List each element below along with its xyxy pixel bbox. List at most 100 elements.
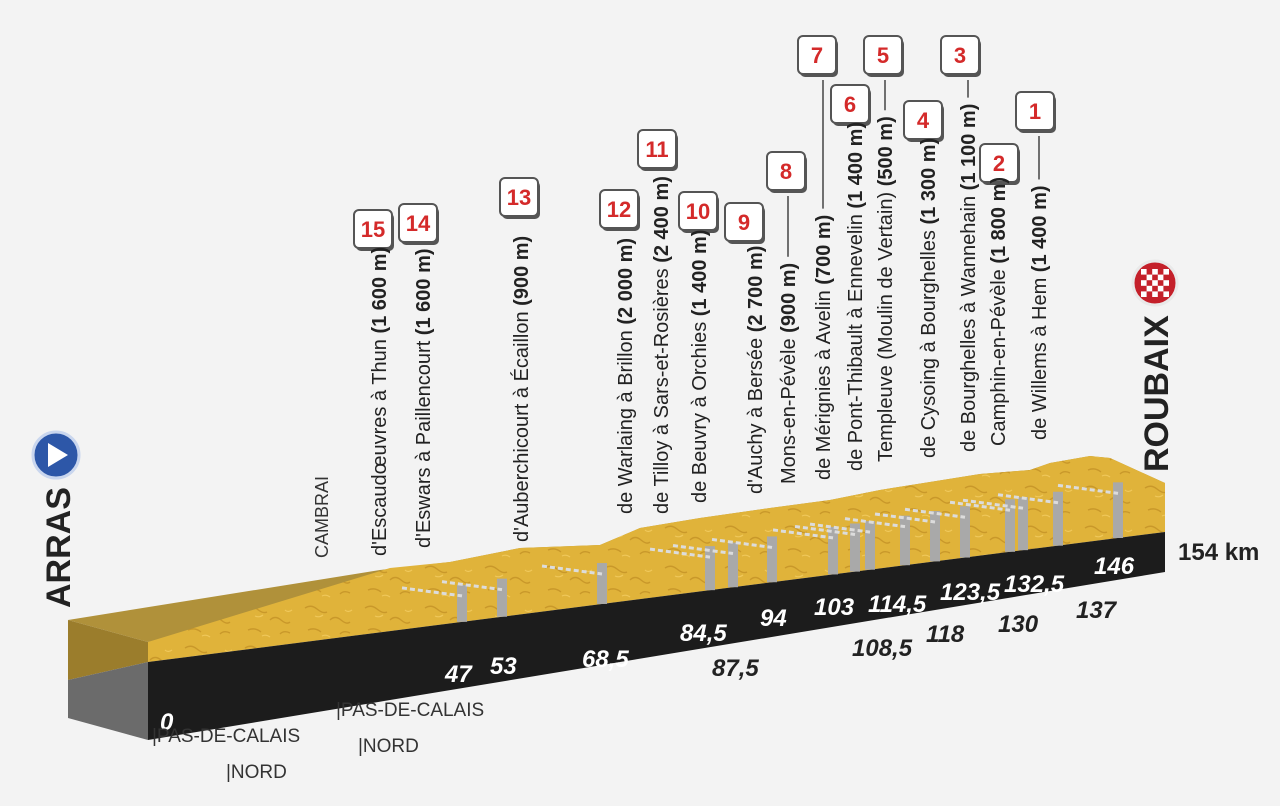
sector-name: de Bourghelles à Wannehain (1 100 m) <box>958 104 980 452</box>
dept-bottom-2: |NORD <box>358 736 419 757</box>
sector-11: 11 de Tilloy à Sars-et-Rosières (2 400 m) <box>637 129 678 514</box>
km-label: 137 <box>1076 597 1118 624</box>
sector-number: 3 <box>954 43 966 68</box>
flag-square <box>1152 291 1158 297</box>
flag-square <box>1157 285 1164 292</box>
sector-number: 14 <box>406 211 431 236</box>
cobble-texture <box>874 512 936 524</box>
sector-7: 7de Mérignies à Avelin (700 m) <box>797 35 838 480</box>
flag-square <box>1152 269 1158 275</box>
profile-base-left <box>68 662 148 740</box>
km-start: 0 <box>160 709 174 736</box>
total-distance: 154 km <box>1178 539 1259 566</box>
sector-name: d'Auchy à Bersée (2 700 m) <box>745 246 767 494</box>
cobble-stripe <box>865 521 875 570</box>
sector-name: Mons-en-Pévèle (900 m) <box>778 263 800 484</box>
dept-top-2: |PAS-DE-CALAIS <box>336 700 484 721</box>
sector-badge <box>398 203 438 243</box>
flag-square <box>1163 269 1169 275</box>
km-label: 53 <box>490 653 517 680</box>
flag-square <box>1141 280 1147 286</box>
sector-number: 13 <box>507 185 531 210</box>
cobble-sectors <box>401 482 1123 622</box>
cobble-stripe <box>457 584 467 622</box>
sector-number: 11 <box>645 137 668 162</box>
km-label: 123,5 <box>940 579 1001 606</box>
finish-city: ROUBAIX <box>1138 315 1176 472</box>
sector-number: 7 <box>811 43 823 68</box>
sector-name: Templeuve (Moulin de Vertain) (500 m) <box>875 116 897 462</box>
cobble-texture <box>997 493 1059 505</box>
cobble-stripe <box>1113 482 1123 539</box>
sector-badge <box>863 35 903 75</box>
cobble-stripe <box>767 536 777 583</box>
km-label: 130 <box>998 611 1039 638</box>
sector-badge <box>766 151 806 191</box>
sector-number: 2 <box>993 151 1005 176</box>
km-label: 94 <box>760 605 787 632</box>
start-marker: ARRAS <box>31 430 81 608</box>
cobble-texture <box>1057 483 1119 495</box>
sector-9: 9d'Auchy à Bersée (2 700 m) <box>724 202 767 494</box>
play-icon <box>48 443 68 467</box>
sector-labels: 15d'Escaudœuvres à Thun (1 600 m)14d'Esw… <box>353 35 1056 556</box>
cobble-stripe <box>960 506 970 558</box>
cobble-texture <box>949 500 1011 512</box>
sector-name: de Cysoing à Bourghelles (1 300 m) <box>918 138 940 458</box>
sector-badge <box>797 35 837 75</box>
sector-badge <box>353 209 393 249</box>
sector-number: 4 <box>917 108 930 133</box>
sector-badge <box>830 84 870 124</box>
km-label: 118 <box>926 621 965 648</box>
cobble-texture <box>441 580 503 592</box>
km-label: 132,5 <box>1004 571 1065 598</box>
sector-badge <box>599 189 639 229</box>
sector-6: 6de Pont-Thibault à Ennevelin (1 400 m) <box>830 84 871 471</box>
sector-12: 12 de Warlaing à Brillon (2 000 m) <box>599 189 640 514</box>
checkered-flag-icon <box>1141 269 1169 297</box>
finish-marker: ROUBAIX <box>1131 259 1179 472</box>
sector-number: 12 <box>607 197 631 222</box>
sector-15: 15d'Escaudœuvres à Thun (1 600 m) <box>353 209 394 556</box>
sector-number: 15 <box>361 217 385 242</box>
flag-square <box>1152 280 1158 286</box>
flag-square <box>1163 291 1169 297</box>
sector-3: 3 de Bourghelles à Wannehain (1 100 m) <box>940 35 981 452</box>
sector-badge <box>903 100 943 140</box>
cobble-stripe <box>1005 499 1015 552</box>
cobble-stripe <box>828 526 838 575</box>
cobble-stripe <box>930 510 940 562</box>
profile-base <box>148 532 1165 740</box>
profile-front-face <box>148 456 1165 662</box>
sector-name: de Warlaing à Brillon (2 000 m) <box>615 238 637 514</box>
km-label: 114,5 <box>868 591 927 618</box>
dept-top-1: |PAS-DE-CALAIS <box>152 726 300 747</box>
sector-13: 13 d'Auberchicourt à Écaillon (900 m) <box>499 177 540 542</box>
sector-name: d'Auberchicourt à Écaillon (900 m) <box>510 236 533 542</box>
km-label: 84,5 <box>680 620 727 647</box>
sector-name: de Pont-Thibault à Ennevelin (1 400 m) <box>845 122 867 471</box>
sector-badge <box>940 35 980 75</box>
sector-number: 5 <box>877 43 889 68</box>
cobble-stripe <box>1018 497 1028 551</box>
profile-block <box>68 456 1165 740</box>
cobble-stripe <box>900 515 910 566</box>
cobble-texture <box>672 544 734 556</box>
km-label: 68,5 <box>582 646 629 673</box>
sector-4: 4 de Cysoing à Bourghelles (1 300 m) <box>903 100 944 458</box>
dept-bottom-1: |NORD <box>226 762 287 783</box>
flag-square <box>1163 280 1169 286</box>
km-label: 87,5 <box>712 655 759 682</box>
km-label: 146 <box>1094 553 1135 580</box>
km-label: 103 <box>814 594 855 621</box>
cobble-texture <box>962 498 1024 510</box>
sector-name: Camphin-en-Pévèle (1 800 m) <box>988 177 1010 446</box>
sector-name: de Tilloy à Sars-et-Rosières (2 400 m) <box>651 176 673 514</box>
cobble-stripe <box>850 523 860 572</box>
cobble-texture <box>649 547 711 559</box>
